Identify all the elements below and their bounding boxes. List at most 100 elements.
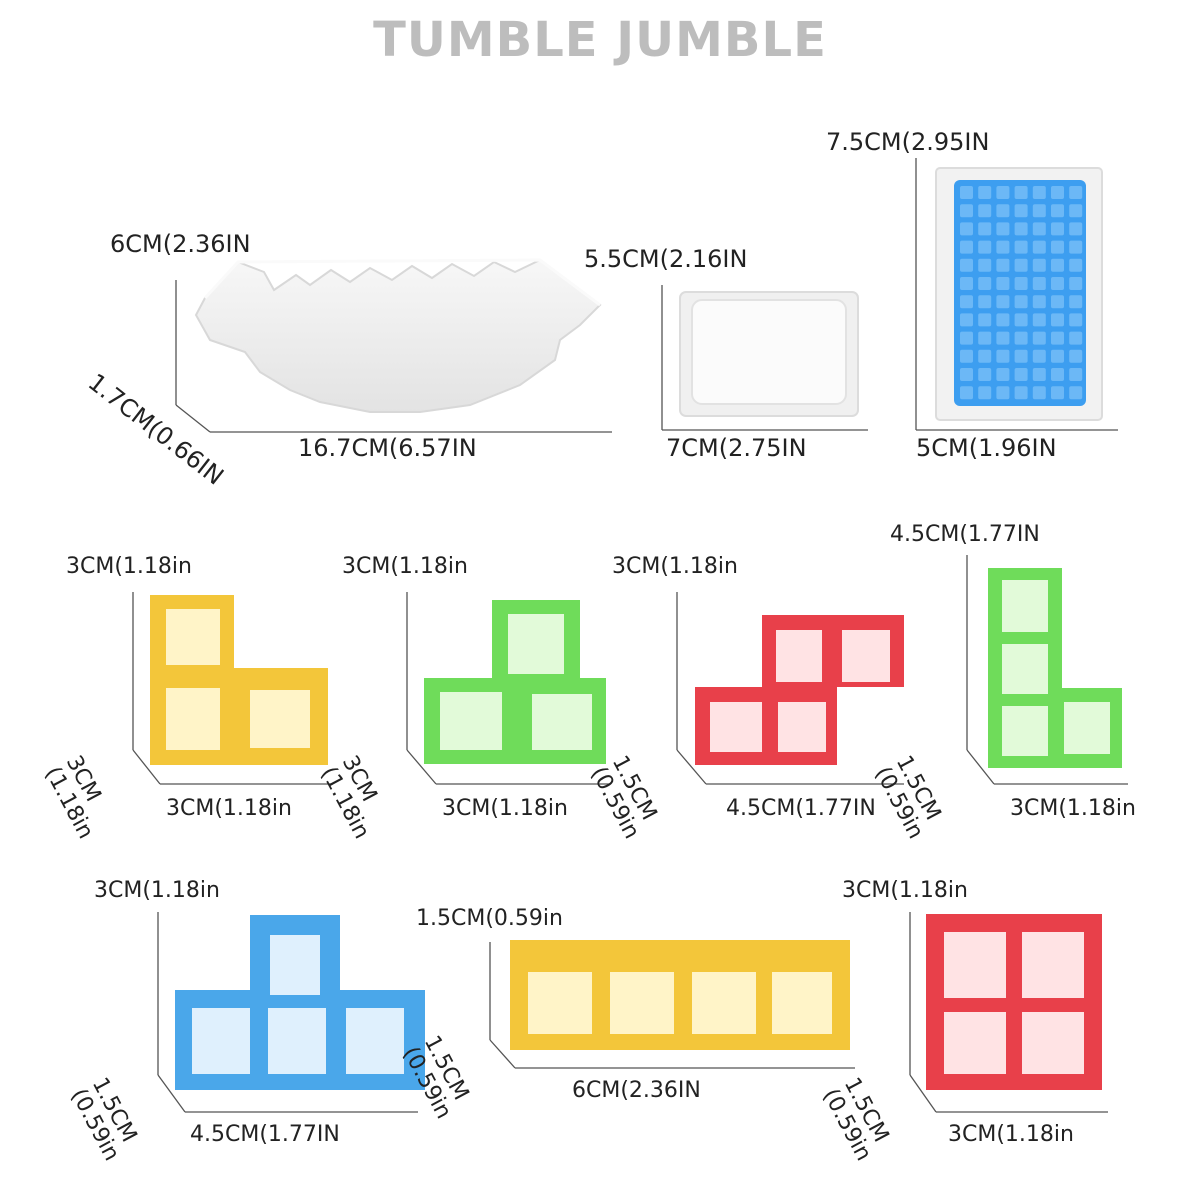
- plate-stud: [996, 331, 1010, 345]
- plate-stud: [978, 204, 992, 218]
- plate-stud: [1069, 240, 1083, 254]
- blue-grid-plate: [935, 167, 1103, 421]
- plate-stud: [960, 368, 973, 381]
- plate-stud: [1014, 386, 1028, 400]
- plate-stud: [1014, 295, 1028, 309]
- plate-stud: [996, 386, 1010, 400]
- plate-stud: [1069, 277, 1083, 290]
- plate-stud: [1051, 186, 1064, 199]
- plate-stud: [1014, 313, 1028, 327]
- white-tray-piece: [679, 291, 859, 417]
- plate-stud: [1051, 258, 1064, 272]
- plate-stud: [1014, 204, 1028, 218]
- piece-1-height-label: 3CM(1.18in: [66, 554, 192, 579]
- plate-stud: [960, 349, 973, 363]
- plate-stud: [978, 240, 992, 254]
- piece-7-height-label: 3CM(1.18in: [842, 878, 968, 903]
- tray-width-label: 7CM(2.75IN: [666, 434, 807, 462]
- plate-stud: [1069, 331, 1083, 345]
- plate-stud: [978, 295, 992, 309]
- plate-height-label: 7.5CM(2.95IN: [826, 128, 990, 156]
- blue-t-piece: [175, 915, 425, 1090]
- plate-stud: [996, 277, 1010, 290]
- piece-6-height-label: 1.5CM(0.59in: [416, 906, 563, 931]
- plate-stud: [960, 277, 973, 290]
- plate-stud: [1014, 277, 1028, 290]
- piece-1-width-label: 3CM(1.18in: [166, 796, 292, 821]
- plate-stud: [960, 204, 973, 218]
- plate-stud: [996, 349, 1010, 363]
- plate-stud: [978, 331, 992, 345]
- plate-stud: [978, 313, 992, 327]
- plate-stud: [960, 331, 973, 345]
- base-width-label: 16.7CM(6.57IN: [298, 434, 477, 462]
- plate-stud: [996, 258, 1010, 272]
- plate-stud: [1069, 349, 1083, 363]
- plate-stud: [1032, 295, 1046, 309]
- plate-stud: [1014, 186, 1028, 199]
- plate-stud: [1032, 204, 1046, 218]
- dimension-guides: [132, 158, 1128, 1113]
- green-l-piece: [988, 568, 1122, 768]
- plate-stud: [1051, 386, 1064, 400]
- plate-stud: [1032, 240, 1046, 254]
- plate-stud: [978, 386, 992, 400]
- piece-6-width-label: 6CM(2.36IN: [572, 1078, 701, 1103]
- plate-stud: [1069, 258, 1083, 272]
- plate-stud: [1069, 386, 1083, 400]
- plate-stud: [1051, 295, 1064, 309]
- plate-stud: [1032, 331, 1046, 345]
- plate-stud: [978, 368, 992, 381]
- plate-stud: [1051, 313, 1064, 327]
- plate-stud: [1014, 368, 1028, 381]
- plate-stud: [1051, 204, 1064, 218]
- plate-stud: [960, 222, 973, 236]
- page-title: TUMBLE JUMBLE: [373, 12, 827, 68]
- piece-2-height-label: 3CM(1.18in: [342, 554, 468, 579]
- plate-stud: [1014, 222, 1028, 236]
- plate-stud: [996, 240, 1010, 254]
- plate-stud: [996, 368, 1010, 381]
- plate-stud: [1051, 240, 1064, 254]
- plate-stud: [996, 204, 1010, 218]
- red-o-piece: [926, 914, 1102, 1090]
- tray-height-label: 5.5CM(2.16IN: [584, 245, 748, 273]
- plate-stud: [1032, 386, 1046, 400]
- piece-3-height-label: 3CM(1.18in: [612, 554, 738, 579]
- plate-stud: [1069, 186, 1083, 199]
- plate-stud: [1014, 331, 1028, 345]
- piece-4-width-label: 3CM(1.18in: [1010, 796, 1136, 821]
- yellow-i-piece: [510, 940, 850, 1050]
- balance-base-piece: [194, 258, 602, 413]
- plate-width-label: 5CM(1.96IN: [916, 434, 1057, 462]
- plate-stud: [996, 222, 1010, 236]
- plate-stud: [1051, 349, 1064, 363]
- plate-stud: [1032, 277, 1046, 290]
- plate-stud: [996, 186, 1010, 199]
- plate-stud: [1014, 258, 1028, 272]
- red-z-piece: [695, 615, 904, 765]
- plate-stud: [1032, 258, 1046, 272]
- plate-stud: [1069, 313, 1083, 327]
- plate-stud: [960, 186, 973, 199]
- base-height-label: 6CM(2.36IN: [110, 230, 251, 258]
- plate-stud: [1051, 277, 1064, 290]
- plate-stud: [996, 313, 1010, 327]
- plate-stud: [960, 295, 973, 309]
- plate-stud: [978, 277, 992, 290]
- plate-stud: [1032, 222, 1046, 236]
- plate-stud: [1032, 349, 1046, 363]
- plate-stud: [1032, 368, 1046, 381]
- plate-stud: [960, 313, 973, 327]
- plate-stud: [1069, 295, 1083, 309]
- plate-stud: [1032, 313, 1046, 327]
- plate-stud: [960, 258, 973, 272]
- piece-5-width-label: 4.5CM(1.77IN: [190, 1122, 340, 1147]
- plate-stud: [1069, 222, 1083, 236]
- plate-stud: [1069, 368, 1083, 381]
- plate-stud: [978, 186, 992, 199]
- piece-5-height-label: 3CM(1.18in: [94, 878, 220, 903]
- plate-stud: [960, 386, 973, 400]
